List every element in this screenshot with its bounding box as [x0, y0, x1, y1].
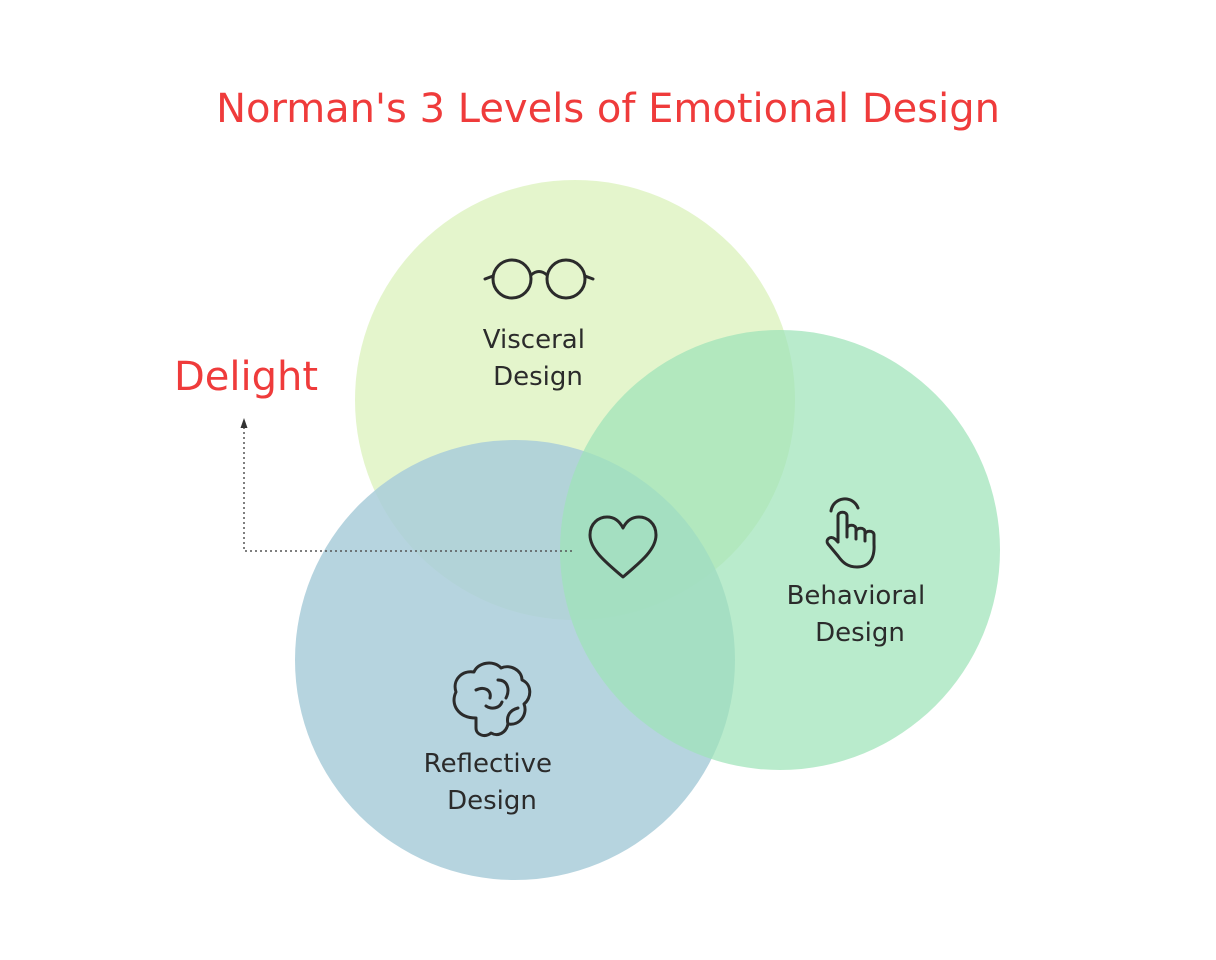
- reflective-label-line2: Design: [447, 786, 537, 816]
- delight-connector: [240, 418, 572, 552]
- reflective-label-line1: Reflective: [424, 749, 552, 779]
- visceral-label: Visceral Design: [483, 325, 593, 392]
- behavioral-label: Behavioral Design: [787, 581, 934, 648]
- behavioral-label-line1: Behavioral: [787, 581, 926, 611]
- heart-icon: [588, 515, 658, 579]
- reflective-label: Reflective Design: [424, 749, 561, 816]
- diagram-title: Norman's 3 Levels of Emotional Design: [216, 86, 1000, 132]
- visceral-label-line1: Visceral: [483, 325, 585, 355]
- brain-icon: [452, 661, 532, 737]
- delight-label: Delight: [174, 354, 318, 400]
- behavioral-label-line2: Design: [815, 618, 905, 648]
- behavioral-circle: [560, 330, 1000, 770]
- glasses-icon: [483, 258, 595, 300]
- visceral-label-line2: Design: [493, 362, 583, 392]
- pointing-hand-icon: [825, 497, 876, 569]
